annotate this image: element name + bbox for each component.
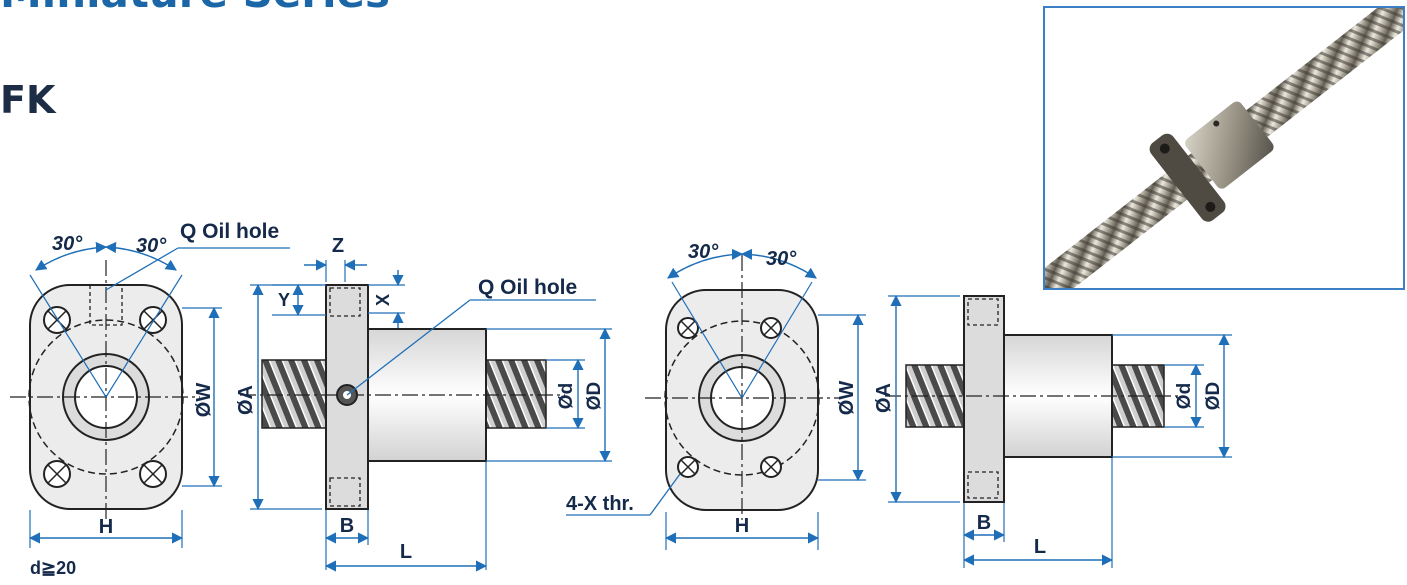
dim-phi-d-small-2: Ød xyxy=(1174,383,1195,409)
angle-label-4: 30° xyxy=(766,248,797,270)
dim-phi-d-large-2: ØD xyxy=(1203,382,1224,411)
side-view-left xyxy=(240,259,612,572)
dim-y: Y xyxy=(278,290,290,310)
dim-h-1: H xyxy=(99,516,113,538)
dim-l-1: L xyxy=(400,541,412,563)
angle-label-3: 30° xyxy=(688,241,719,263)
dim-phi-d-small-1: Ød xyxy=(556,383,577,409)
side-view-right xyxy=(885,294,1232,568)
dim-phi-w-1: ØW xyxy=(193,383,215,418)
thread-label: 4-X thr. xyxy=(566,493,634,515)
dim-phi-d-large-1: ØD xyxy=(584,382,605,411)
series-title: Miniature Series xyxy=(0,0,390,17)
dim-b-1: B xyxy=(340,515,354,537)
oil-hole-label-1: Q Oil hole xyxy=(180,220,279,243)
front-view-right xyxy=(566,248,866,550)
size-condition-note: d≧20 xyxy=(30,558,77,578)
dim-h-2: H xyxy=(735,515,749,537)
dim-z: Z xyxy=(332,235,344,257)
angle-label-2: 30° xyxy=(136,235,167,257)
product-photo xyxy=(1043,6,1405,290)
dim-phi-a-2: ØA xyxy=(873,383,895,413)
front-view-left xyxy=(10,241,290,548)
dim-l-2: L xyxy=(1034,536,1046,558)
dim-b-2: B xyxy=(977,512,991,534)
ball-screw-photo-illustration xyxy=(1045,8,1403,288)
dim-phi-w-2: ØW xyxy=(836,381,858,416)
dim-phi-a-1: ØA xyxy=(235,385,257,415)
angle-label-1: 30° xyxy=(52,233,83,255)
model-title: FK xyxy=(0,78,56,122)
oil-hole-label-2: Q Oil hole xyxy=(478,276,577,299)
dim-x-side: X xyxy=(373,294,393,306)
